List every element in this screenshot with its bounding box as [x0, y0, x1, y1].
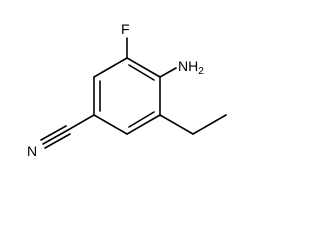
- bond-ring-ethyl: [159, 114, 194, 135]
- amino-label: NH2: [178, 58, 204, 77]
- amino-subscript: 2: [198, 66, 204, 77]
- triple-bond-line-1: [42, 129, 69, 145]
- ring-bond-top-right: [126, 57, 161, 78]
- nitrile-nitrogen-label: N: [27, 143, 37, 159]
- ring-bond-bottom-left: [93, 114, 128, 135]
- chemical-structure: F NH2 N: [27, 21, 227, 159]
- ring-double-bond-lower-right: [128, 111, 155, 128]
- bond-ethyl-methyl: [192, 114, 227, 135]
- ring-bond-bottom-right: [126, 114, 161, 135]
- benzene-ring: [93, 57, 161, 135]
- triple-bond-line-3: [44, 133, 71, 149]
- bond-ring-nitrile-carbon: [67, 114, 95, 131]
- nitrile-triple-bond: [40, 125, 71, 149]
- ring-bond-top-left: [93, 57, 128, 78]
- fluorine-label: F: [121, 21, 130, 37]
- ring-double-bond-upper-right: [128, 64, 155, 81]
- amino-nh: NH: [178, 58, 198, 74]
- bond-c-n-amino: [159, 67, 177, 78]
- triple-bond-line-2: [40, 125, 67, 141]
